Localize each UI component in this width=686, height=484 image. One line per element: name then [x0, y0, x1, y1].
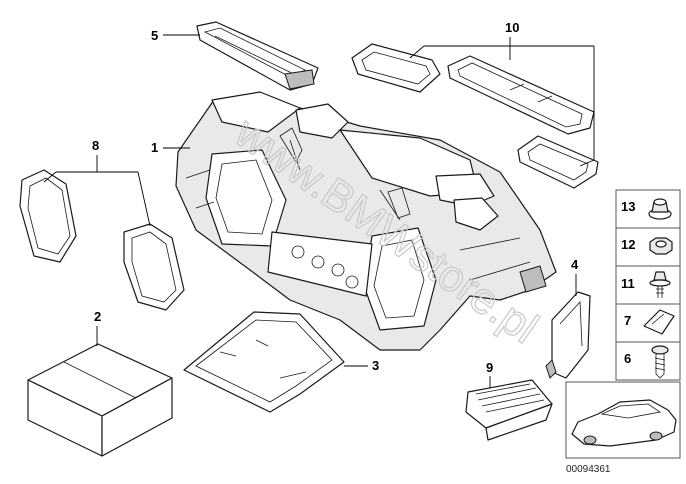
callout-8: 8 [92, 138, 99, 153]
callout-2: 2 [94, 309, 101, 324]
part-2-box [27, 343, 173, 457]
item-box-13 [615, 189, 681, 229]
small-parts-panel: 13 12 11 7 6 [565, 189, 681, 459]
item-box-6 [615, 341, 681, 381]
callout-10: 10 [505, 20, 519, 35]
callout-6: 6 [624, 351, 631, 366]
flange-nut-icon [648, 198, 672, 220]
reference-number: 00094361 [566, 464, 611, 475]
part-8-seals [19, 169, 185, 311]
callout-3: 3 [372, 358, 379, 373]
hex-nut-icon [649, 237, 673, 255]
part-9-vent [465, 379, 553, 441]
car-icon [571, 399, 677, 447]
callout-7: 7 [624, 313, 631, 328]
callout-12: 12 [621, 237, 635, 252]
part-1-heater-housing [175, 91, 557, 351]
callout-4: 4 [571, 257, 579, 272]
part-10-seals [351, 43, 599, 189]
callout-5: 5 [151, 28, 158, 43]
callout-11: 11 [621, 276, 635, 291]
stud-bolt-icon [649, 271, 671, 298]
callout-1: 1 [151, 140, 158, 155]
part-4-bracket [545, 291, 591, 379]
part-5-filter-housing [196, 21, 319, 91]
callout-13: 13 [621, 199, 635, 214]
clip-icon [643, 309, 675, 335]
part-3-tray [183, 311, 345, 413]
callout-9: 9 [486, 360, 493, 375]
screw-icon [651, 345, 669, 379]
